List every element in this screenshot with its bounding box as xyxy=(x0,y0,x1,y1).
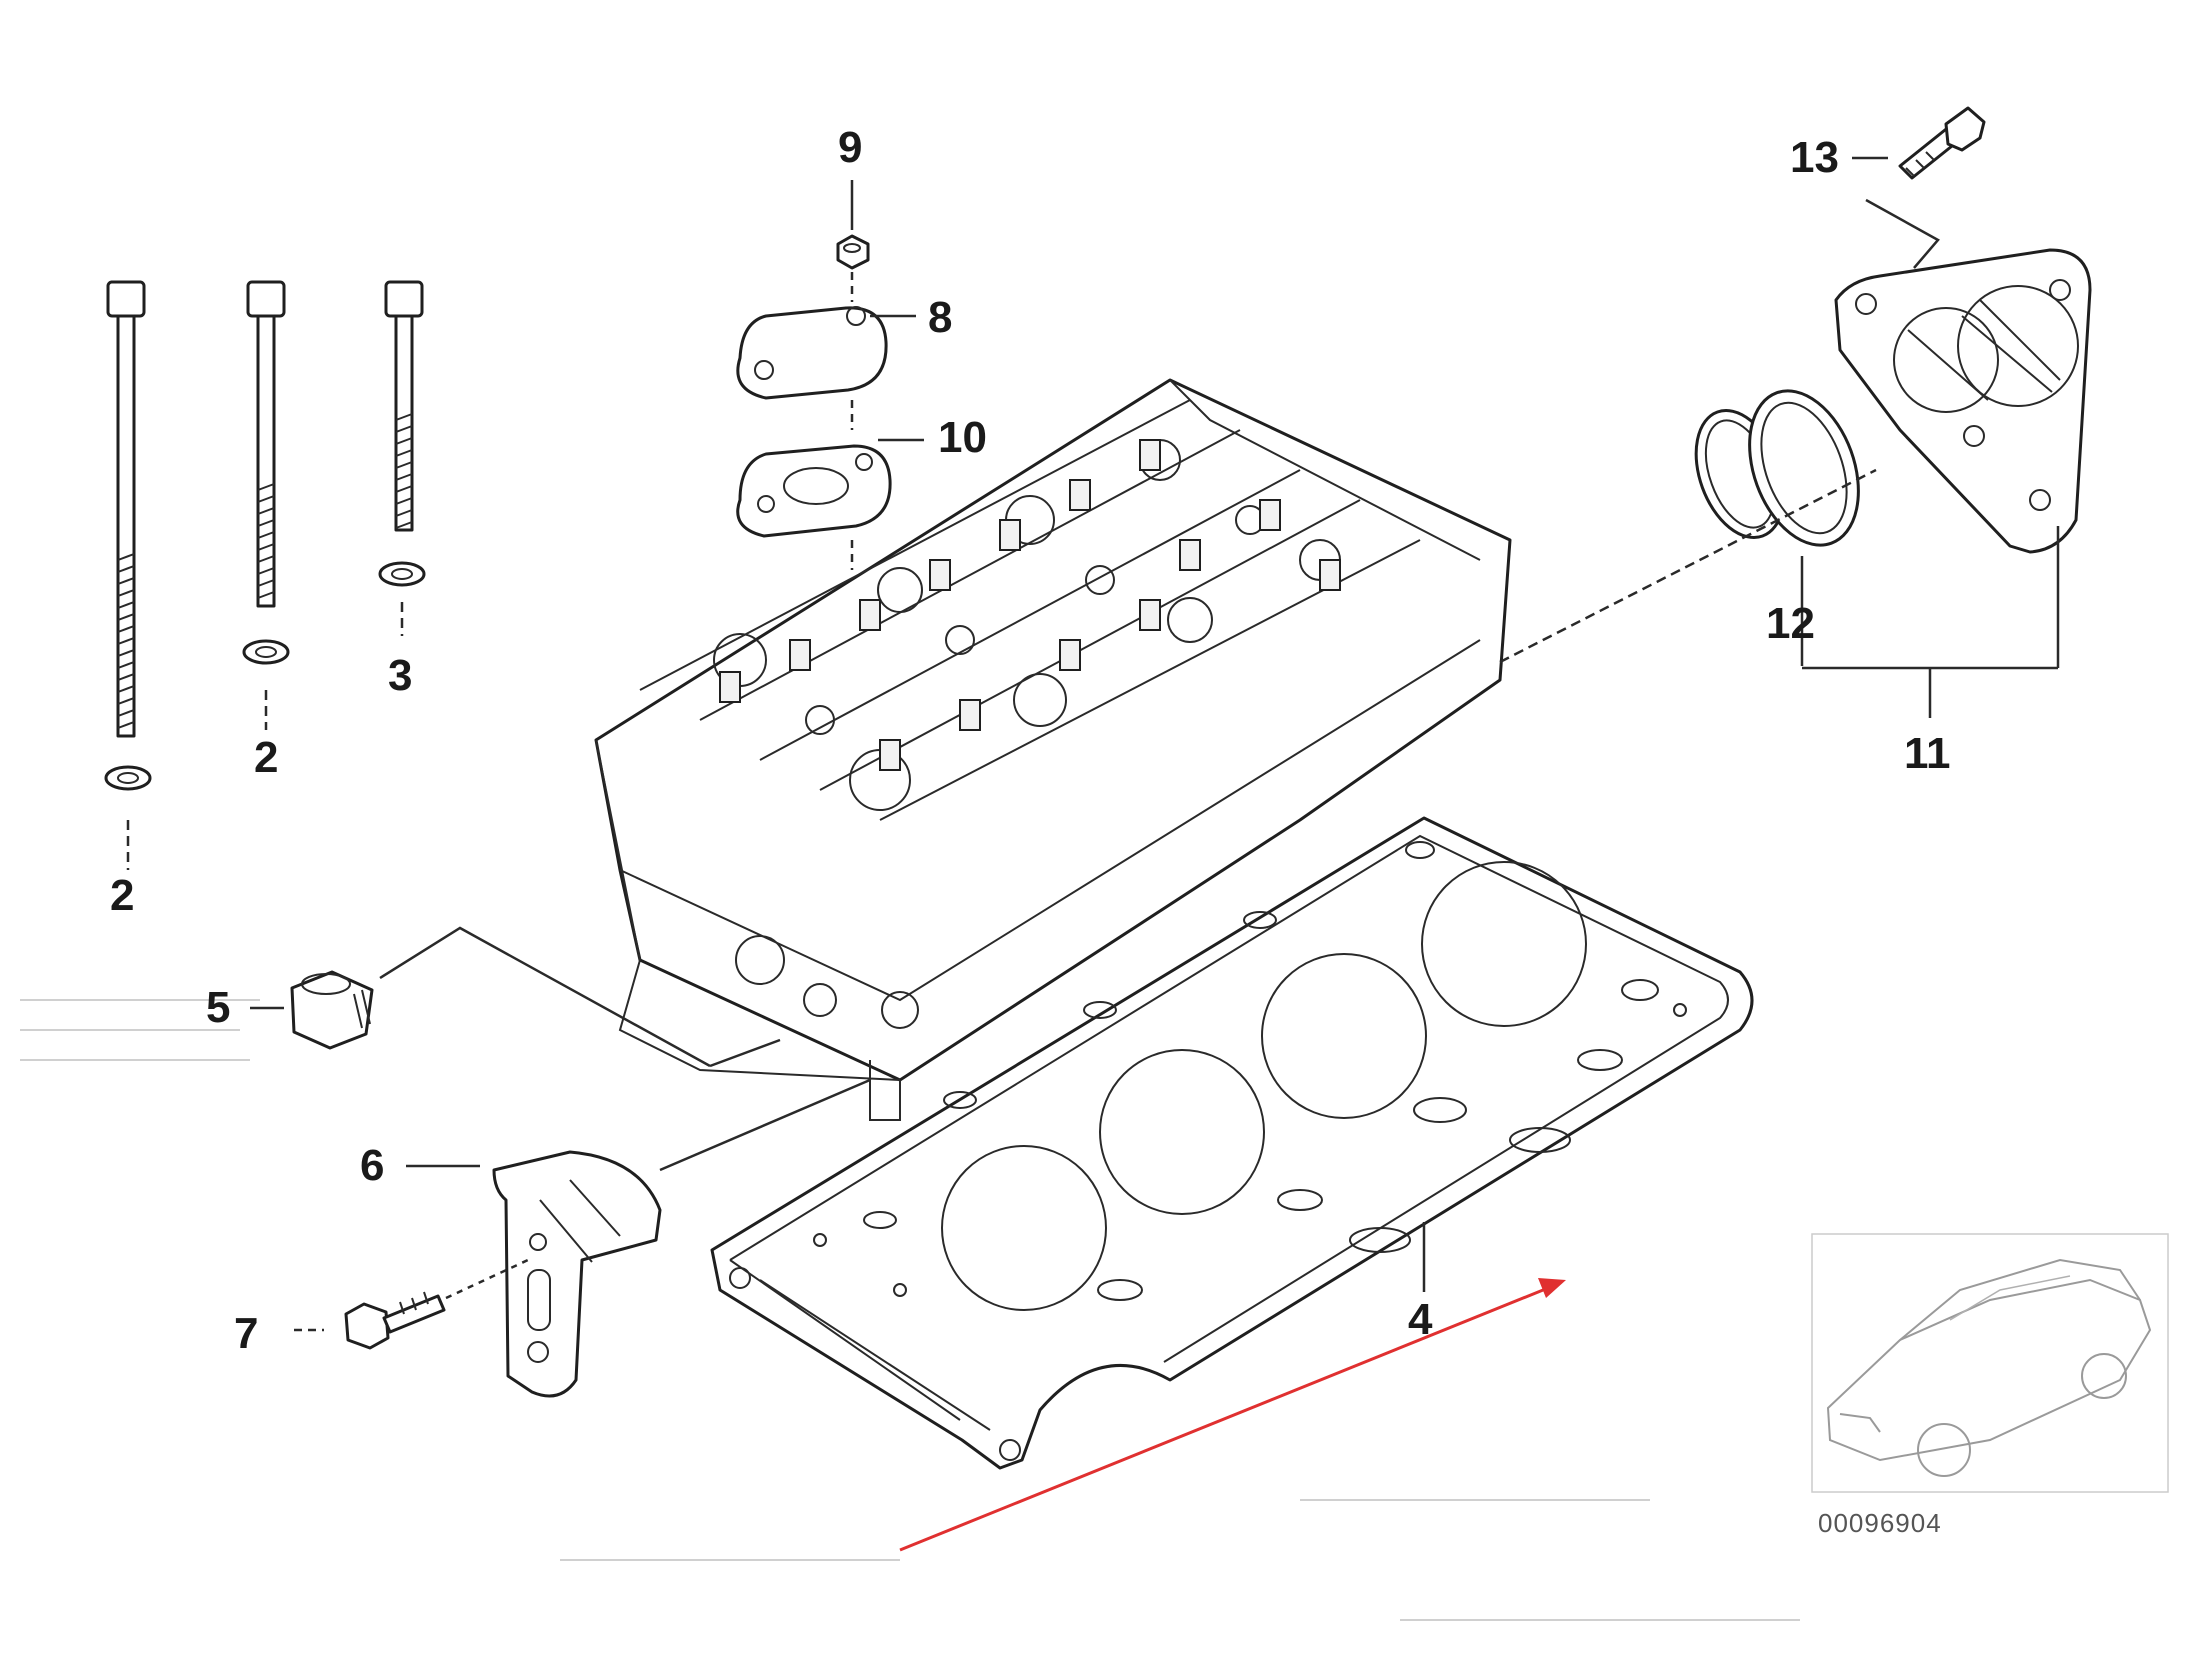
reference-number: 00096904 xyxy=(1818,1508,1942,1538)
car-thumbnail-icon xyxy=(1811,1233,2169,1493)
washer-icon[interactable] xyxy=(378,561,426,587)
callout-12: 12 xyxy=(1766,599,1815,648)
bolt-long-icon[interactable] xyxy=(106,280,146,738)
hex-bolt-icon[interactable] xyxy=(344,1291,446,1350)
washer-icon[interactable] xyxy=(104,765,152,791)
o-ring-icon[interactable] xyxy=(1730,376,1879,561)
callout-6: 6 xyxy=(360,1141,384,1190)
gasket-plate-icon[interactable] xyxy=(736,444,892,538)
hex-bolt-icon[interactable] xyxy=(1898,106,1986,180)
callout-2-middle: 2 xyxy=(254,733,278,782)
cover-housing-icon[interactable] xyxy=(1834,248,2092,554)
ghost-background xyxy=(20,999,1800,1621)
cover-plate-icon[interactable] xyxy=(736,306,888,400)
callout-10: 10 xyxy=(938,413,987,462)
callout-3: 3 xyxy=(388,651,412,700)
bracket-icon[interactable] xyxy=(492,1150,662,1398)
washer-icon[interactable] xyxy=(242,639,290,665)
head-gasket-icon[interactable] xyxy=(710,816,1754,1470)
callout-8: 8 xyxy=(928,293,952,342)
red-arrow-icon xyxy=(899,1278,1566,1552)
callout-13: 13 xyxy=(1790,133,1839,182)
callout-5: 5 xyxy=(206,983,230,1032)
bolt-medium-icon[interactable] xyxy=(246,280,286,608)
callout-7: 7 xyxy=(234,1309,258,1358)
nut-icon[interactable] xyxy=(836,234,870,270)
callout-9: 9 xyxy=(838,123,862,172)
plug-screw-icon[interactable] xyxy=(290,970,374,1050)
callout-11: 11 xyxy=(1904,729,1951,778)
bolt-short-icon[interactable] xyxy=(384,280,424,532)
callout-2-left: 2 xyxy=(110,871,134,920)
cylinder-head-icon[interactable] xyxy=(594,378,1512,1121)
